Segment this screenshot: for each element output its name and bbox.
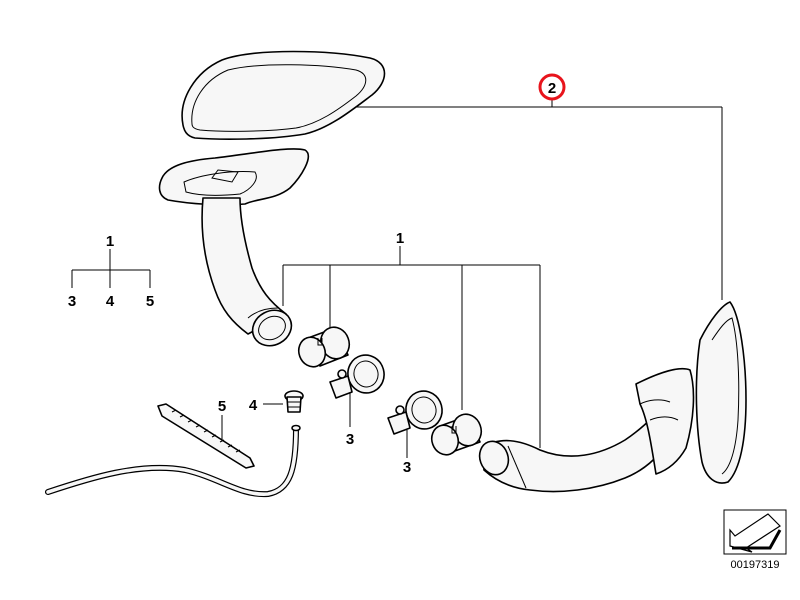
trim-ring-part <box>181 50 386 140</box>
side-flap-part <box>695 301 747 484</box>
upper-scoop-part <box>158 148 310 347</box>
label-3-clamp-b: 3 <box>403 459 411 476</box>
label-5-cable-tie: 5 <box>218 398 226 415</box>
leader-lines <box>71 100 723 458</box>
label-3-clamp-a: 3 <box>346 431 354 448</box>
label-2-circle <box>538 73 566 101</box>
sleeve-right <box>430 413 483 456</box>
sleeve-left <box>297 326 351 368</box>
screw-part <box>284 390 304 413</box>
lower-duct-part <box>478 368 695 493</box>
label-group-1-center: 1 <box>396 230 404 247</box>
diagram-code: 00197319 <box>731 559 780 571</box>
label-4-screw: 4 <box>249 397 258 414</box>
orientation-arrow-icon <box>723 509 787 555</box>
label-group-1-left: 1 <box>106 233 114 250</box>
label-5-left: 5 <box>146 293 154 310</box>
label-4-left: 4 <box>106 293 115 310</box>
callout-labels: 1 3 4 5 1 2 3 3 4 5 <box>68 73 566 476</box>
hose-clamp-a <box>329 354 385 399</box>
cable-tie-part <box>157 403 255 469</box>
hose-clamp-b <box>387 390 443 435</box>
cable-part <box>45 424 301 498</box>
label-3-left: 3 <box>68 293 76 310</box>
label-2: 2 <box>548 80 556 97</box>
